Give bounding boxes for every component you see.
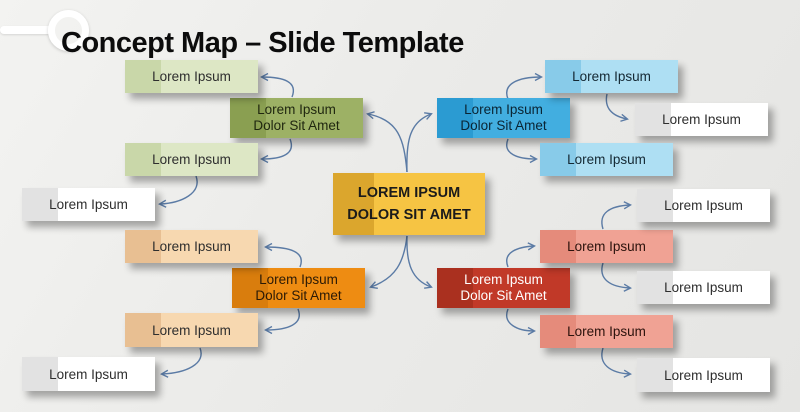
connector-red-top-sub1 bbox=[601, 201, 632, 230]
branch-orange[interactable]: Lorem Ipsum Dolor Sit Amet bbox=[232, 268, 365, 308]
connector-orange-leaf-top bbox=[264, 242, 302, 268]
connector-blue-leaf-top bbox=[506, 72, 543, 100]
center-node[interactable]: LOREM IPSUM DOLOR SIT AMET bbox=[333, 173, 485, 235]
leaf-label: Lorem Ipsum bbox=[572, 69, 651, 84]
leaf-red-bottom-sub[interactable]: Lorem Ipsum bbox=[637, 358, 770, 392]
connector-green-sub bbox=[158, 175, 198, 208]
connector-green-leaf-top bbox=[260, 72, 295, 98]
leaf-label: Lorem Ipsum bbox=[152, 322, 231, 338]
leaf-red-top-sub2[interactable]: Lorem Ipsum bbox=[637, 271, 770, 304]
center-node-label-line1: LOREM IPSUM bbox=[357, 184, 461, 201]
connector-center-blue bbox=[406, 112, 433, 173]
leaf-label: Lorem Ipsum bbox=[664, 198, 743, 213]
leaf-green-bottom[interactable]: Lorem Ipsum bbox=[125, 143, 258, 176]
connector-green-leaf-bottom bbox=[260, 138, 293, 164]
branch-blue-label-line2: Dolor Sit Amet bbox=[460, 118, 547, 133]
connector-orange-leaf-bottom bbox=[264, 308, 300, 335]
connector-center-orange bbox=[369, 235, 408, 289]
branch-red-label-line1: Lorem Ipsum bbox=[464, 271, 543, 287]
leaf-green-sub[interactable]: Lorem Ipsum bbox=[22, 188, 155, 221]
leaf-blue-top[interactable]: Lorem Ipsum bbox=[545, 60, 678, 93]
branch-red-label-line2: Dolor Sit Amet bbox=[460, 288, 547, 303]
connector-orange-sub bbox=[160, 347, 202, 378]
center-node-label-line2: DOLOR SIT AMET bbox=[347, 207, 471, 223]
leaf-label: Lorem Ipsum bbox=[152, 152, 231, 167]
connector-center-green bbox=[366, 111, 408, 173]
leaf-orange-sub[interactable]: Lorem Ipsum bbox=[22, 357, 155, 391]
leaf-label: Lorem Ipsum bbox=[567, 324, 646, 339]
leaf-orange-bottom[interactable]: Lorem Ipsum bbox=[125, 313, 258, 347]
leaf-label: Lorem Ipsum bbox=[664, 280, 743, 295]
leaf-label: Lorem Ipsum bbox=[49, 366, 128, 382]
leaf-label: Lorem Ipsum bbox=[567, 152, 646, 167]
leaf-orange-top[interactable]: Lorem Ipsum bbox=[125, 230, 258, 263]
ornament-ring-icon bbox=[48, 10, 89, 51]
leaf-label: Lorem Ipsum bbox=[662, 112, 741, 127]
branch-red[interactable]: Lorem Ipsum Dolor Sit Amet bbox=[437, 268, 570, 308]
leaf-blue-sub[interactable]: Lorem Ipsum bbox=[635, 103, 768, 136]
branch-orange-label-line1: Lorem Ipsum bbox=[259, 271, 338, 287]
connector-red-bottom-sub bbox=[601, 347, 632, 378]
connector-blue-sub bbox=[605, 93, 629, 122]
leaf-blue-bottom[interactable]: Lorem Ipsum bbox=[540, 143, 673, 176]
connector-red-leaf-top bbox=[506, 242, 536, 268]
leaf-red-bottom[interactable]: Lorem Ipsum bbox=[540, 315, 673, 348]
leaf-label: Lorem Ipsum bbox=[567, 239, 646, 254]
leaf-label: Lorem Ipsum bbox=[152, 239, 231, 254]
leaf-red-top[interactable]: Lorem Ipsum bbox=[540, 230, 673, 263]
branch-blue-label-line1: Lorem Ipsum bbox=[464, 101, 543, 117]
leaf-green-top[interactable]: Lorem Ipsum bbox=[125, 60, 258, 93]
connector-red-top-sub2 bbox=[601, 262, 632, 292]
leaf-red-top-sub1[interactable]: Lorem Ipsum bbox=[637, 189, 770, 222]
page-title: Concept Map – Slide Template bbox=[61, 27, 464, 60]
connector-center-red bbox=[406, 235, 433, 289]
branch-orange-label-line2: Dolor Sit Amet bbox=[255, 288, 342, 303]
leaf-label: Lorem Ipsum bbox=[664, 367, 743, 383]
leaf-label: Lorem Ipsum bbox=[152, 69, 231, 84]
branch-green-label-line1: Lorem Ipsum bbox=[257, 101, 336, 117]
leaf-label: Lorem Ipsum bbox=[49, 197, 128, 212]
branch-green-label-line2: Dolor Sit Amet bbox=[253, 118, 340, 133]
branch-blue[interactable]: Lorem Ipsum Dolor Sit Amet bbox=[437, 98, 570, 138]
connector-blue-leaf-bottom bbox=[506, 138, 538, 164]
connector-red-leaf-bottom bbox=[506, 308, 536, 336]
branch-green[interactable]: Lorem Ipsum Dolor Sit Amet bbox=[230, 98, 363, 138]
ornament-stem bbox=[0, 26, 52, 34]
